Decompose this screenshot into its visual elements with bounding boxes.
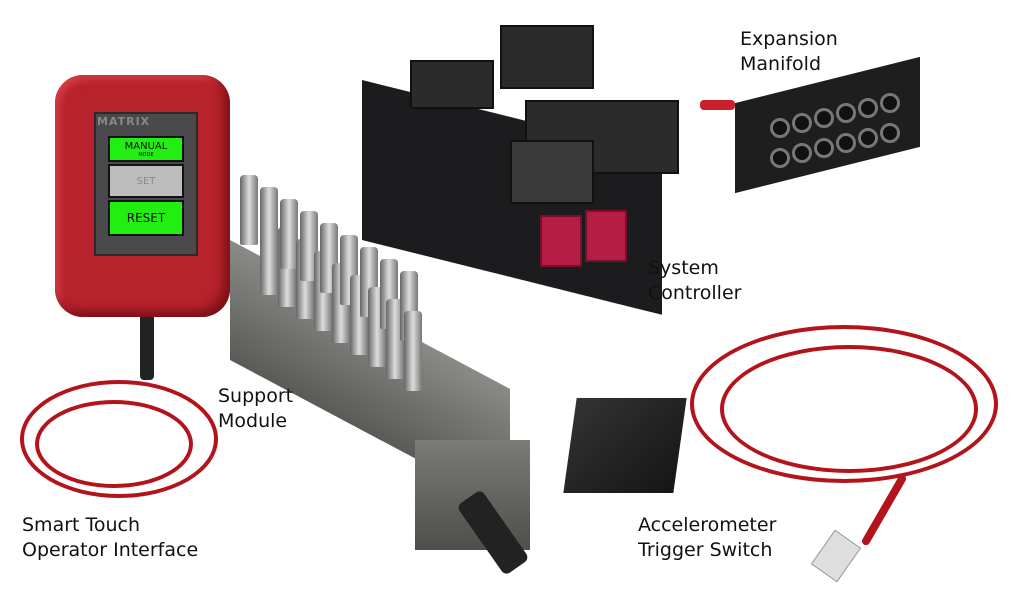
manifold-port (792, 113, 812, 133)
manifold-port (880, 93, 900, 113)
manifold-port (836, 103, 856, 123)
reset-button[interactable]: RESET (108, 200, 184, 236)
manifold-port (836, 133, 856, 153)
manifold-fitting (700, 100, 735, 110)
accelerometer-cable-coil (690, 325, 998, 483)
reset-label: RESET (126, 211, 166, 225)
support-pin (260, 187, 278, 257)
set-label: SET (136, 175, 156, 187)
support-pin (404, 311, 422, 391)
support-pin (386, 299, 404, 379)
manifold-port (770, 118, 790, 138)
manifold-port (858, 128, 878, 148)
remote-screen: MANUAL MODE SET RESET (94, 112, 198, 256)
matrix-logo: MATRIX (97, 115, 151, 128)
valve-connector (510, 140, 594, 204)
rj45-port (585, 210, 627, 262)
remote-cable-coil (20, 380, 218, 498)
support-pin (300, 211, 318, 281)
accelerometer-cable-tail (860, 473, 908, 547)
manifold-port (814, 138, 834, 158)
accelerometer-cable-coil (720, 345, 978, 473)
remote-cable-strain (140, 310, 154, 380)
manifold-port (858, 98, 878, 118)
solenoid-valve (500, 25, 594, 89)
accelerometer-switch (563, 398, 687, 493)
label-support-module: Support Module (218, 385, 294, 432)
rj45-port (540, 215, 582, 267)
solenoid-valve (410, 60, 494, 109)
label-accelerometer-trigger-switch: Accelerometer Trigger Switch (638, 514, 777, 561)
manifold-port (770, 148, 790, 168)
remote-cable-coil (35, 400, 193, 488)
manual-mode-button[interactable]: MANUAL MODE (108, 136, 184, 162)
manifold-port (814, 108, 834, 128)
label-expansion-manifold: Expansion Manifold (740, 28, 838, 75)
support-pin (240, 175, 258, 245)
label-smart-touch-interface: Smart Touch Operator Interface (22, 514, 199, 561)
manual-label: MANUAL (124, 140, 168, 152)
support-pin (280, 199, 298, 269)
label-system-controller: System Controller (648, 257, 742, 304)
mode-label: MODE (138, 151, 154, 158)
manifold-port (880, 123, 900, 143)
manifold-port (792, 143, 812, 163)
rj45-plug (810, 529, 862, 583)
set-button[interactable]: SET (108, 164, 184, 198)
